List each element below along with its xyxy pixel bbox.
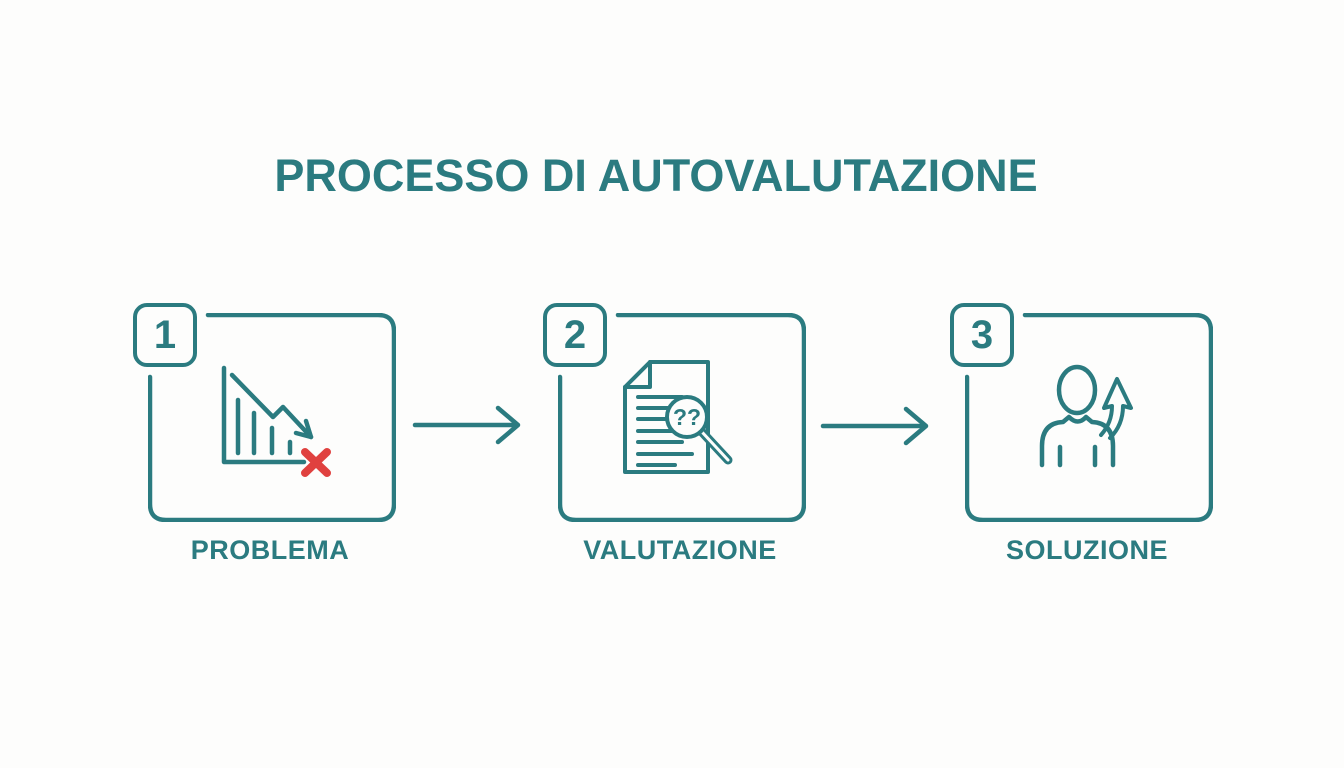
arrow-right-icon — [412, 405, 521, 445]
step-label: SOLUZIONE — [1005, 535, 1168, 565]
step-number-badge: 3 — [950, 303, 1014, 367]
step-box-outline — [148, 313, 396, 522]
question-marks-text: ?? — [673, 404, 701, 430]
step-box-outline — [965, 313, 1213, 522]
step-number: 2 — [563, 313, 587, 357]
red-x-icon — [301, 448, 331, 477]
arrow-right-icon — [820, 406, 929, 446]
step-label: PROBLEMA — [190, 535, 350, 565]
step-valutazione: 2 ?? VALUTAZIONE — [541, 301, 807, 569]
step-soluzione: 3 SOLUZIONE — [948, 301, 1214, 569]
step-number-badge: 2 — [543, 303, 607, 367]
rising-arrow — [1099, 377, 1133, 440]
step-label: VALUTAZIONE — [583, 535, 777, 565]
step-box-outline — [558, 313, 806, 522]
step-number-badge: 1 — [133, 303, 197, 367]
person-head — [1056, 364, 1098, 416]
page-title: PROCESSO DI AUTOVALUTAZIONE — [274, 150, 1038, 201]
step-number: 3 — [970, 313, 994, 357]
step-number: 1 — [153, 313, 177, 357]
magnifier-lens — [665, 395, 709, 439]
declining-chart-with-x-icon — [221, 365, 331, 477]
step-problema: 1 PROBLEMA — [131, 301, 397, 569]
person-torso — [1039, 414, 1116, 468]
person-growth-arrow-icon — [1039, 364, 1133, 468]
document-magnifier-icon: ?? — [623, 360, 733, 474]
